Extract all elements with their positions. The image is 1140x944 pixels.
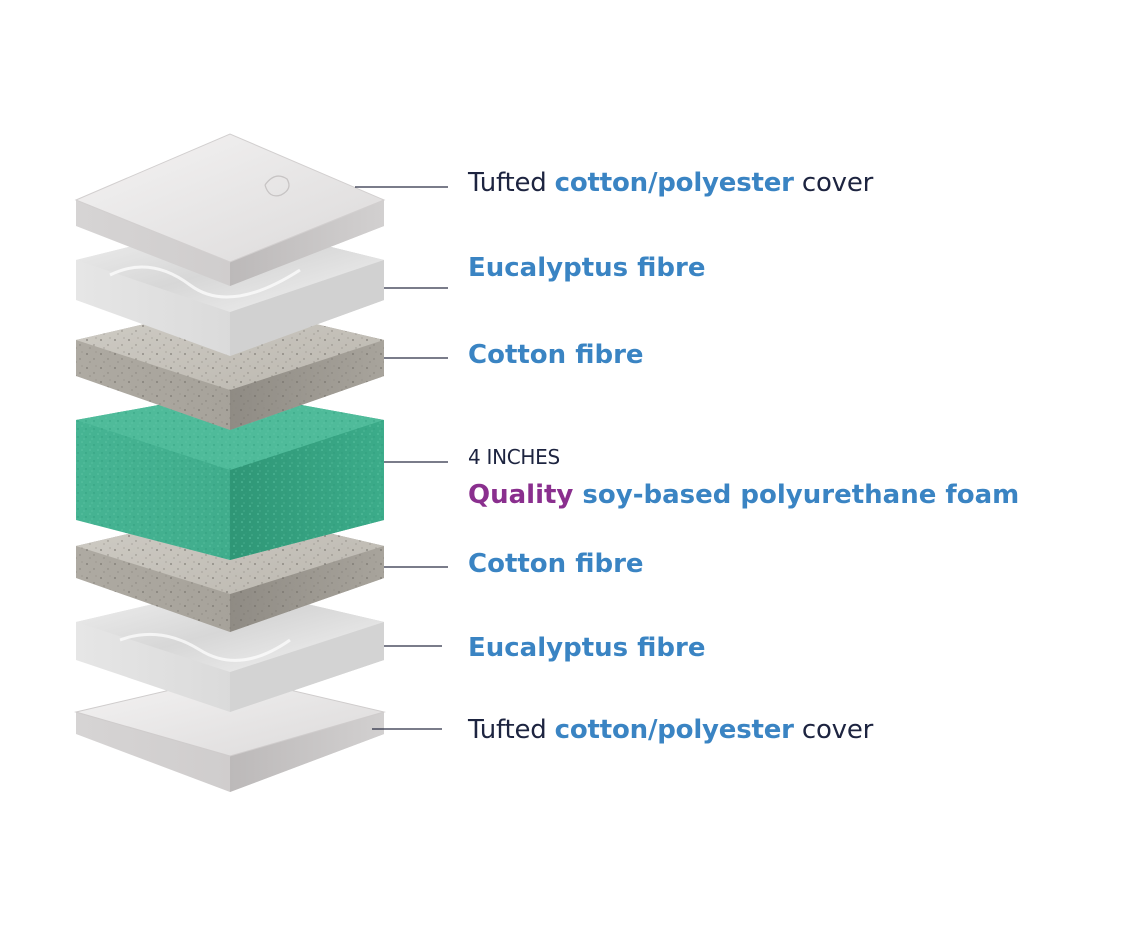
layer-bottom-cover [74, 675, 386, 792]
label-top-cover: Tufted cotton/polyester cover [468, 168, 873, 198]
layer-top-cover [74, 133, 386, 286]
label-eucalyptus-fibre-1: Eucalyptus fibre [468, 253, 706, 283]
label-top-cover-suffix: cover [793, 168, 874, 198]
label-cotton-fibre-2: Cotton fibre [468, 549, 644, 579]
label-eucalyptus-fibre-2: Eucalyptus fibre [468, 633, 706, 663]
label-top-cover-prefix: Tufted [468, 168, 555, 198]
label-bottom-cover-highlight: cotton/polyester [554, 715, 794, 745]
label-bottom-cover-prefix: Tufted [468, 715, 555, 745]
label-bottom-cover: Tufted cotton/polyester cover [468, 715, 873, 745]
label-foam-thickness: 4 INCHES [468, 445, 560, 469]
cotton-logo-icon [264, 175, 290, 197]
label-cotton-fibre-1: Cotton fibre [468, 340, 644, 370]
label-foam-text: soy-based polyurethane foam [573, 480, 1020, 510]
label-top-cover-highlight: cotton/polyester [554, 168, 794, 198]
layer-foam [76, 392, 384, 560]
label-foam-highlight: Quality [468, 480, 574, 510]
mattress-layer-diagram [74, 133, 448, 792]
label-foam: Quality soy-based polyurethane foam [468, 480, 1019, 510]
label-bottom-cover-suffix: cover [793, 715, 874, 745]
